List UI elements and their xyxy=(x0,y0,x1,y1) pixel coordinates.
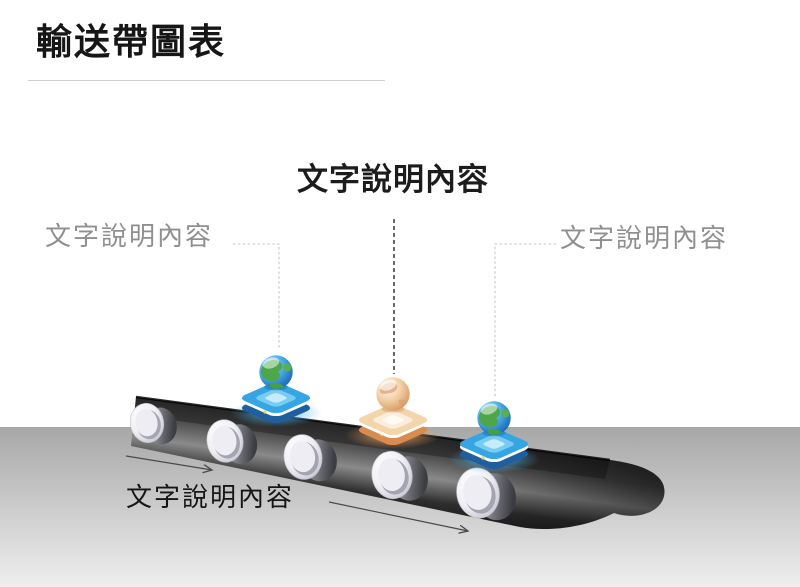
flow-arrow-lower xyxy=(328,501,468,531)
led-dot-icon xyxy=(380,432,384,436)
page-title: 輸送帶圖表 xyxy=(36,21,227,62)
led-dot-icon xyxy=(481,456,485,460)
callout-top-label: 文字說明內容 xyxy=(297,162,489,197)
led-dot-icon xyxy=(263,410,267,414)
callout-bottom-label: 文字說明內容 xyxy=(126,482,295,512)
cargo-box-orange-center xyxy=(345,377,441,449)
roller xyxy=(456,467,516,521)
earth-globe-icon xyxy=(259,355,293,389)
roller xyxy=(371,450,428,501)
earth-globe-icon xyxy=(477,401,511,435)
connector-left-dashed xyxy=(233,243,280,348)
roller xyxy=(206,419,258,465)
roller xyxy=(283,434,337,482)
flow-arrow-upper xyxy=(125,455,212,470)
cargo-box-blue-right xyxy=(448,401,540,473)
cargo-box-blue-left xyxy=(230,355,322,427)
belt-rollers xyxy=(129,403,516,521)
connector-right-dashed xyxy=(494,243,556,398)
tan-globe-icon xyxy=(376,377,410,411)
callout-left-label: 文字說明內容 xyxy=(45,221,214,251)
title-underline xyxy=(28,80,385,81)
callout-right-label: 文字說明內容 xyxy=(560,223,729,253)
roller xyxy=(129,403,177,445)
